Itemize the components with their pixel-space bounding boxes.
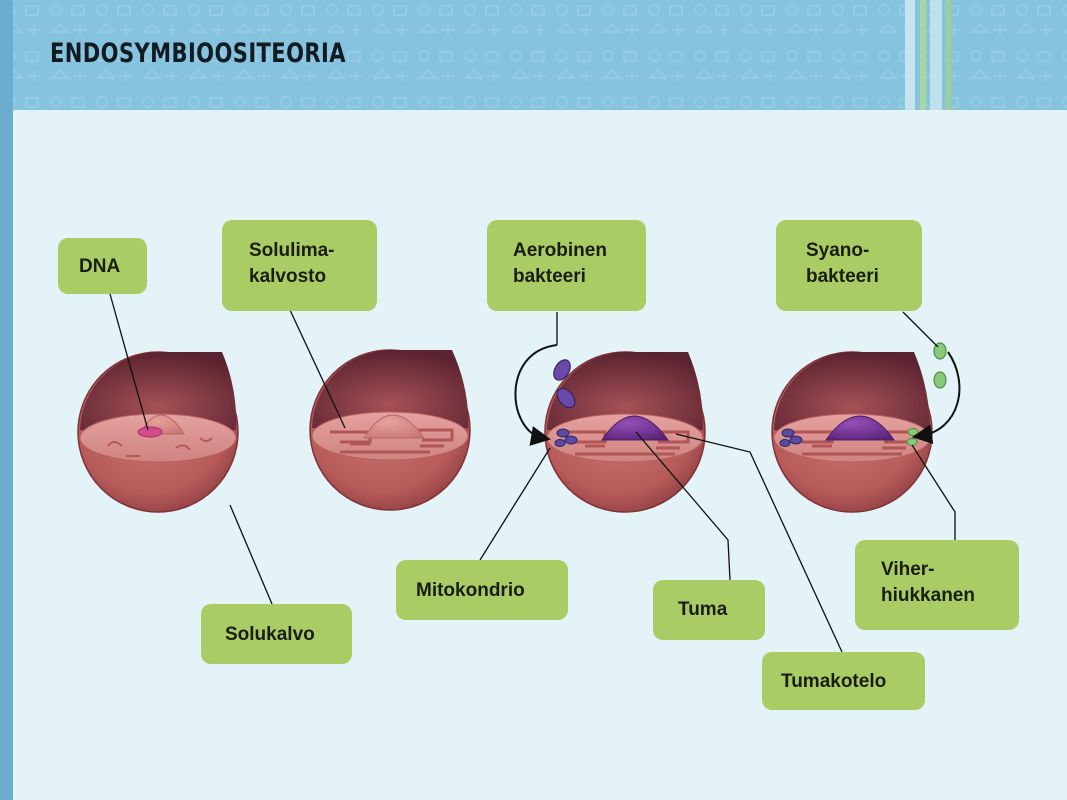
cell-2 (309, 349, 471, 511)
arrow-engulf-bacteria (514, 344, 558, 446)
label-mitokondrio: Mitokondrio (396, 560, 568, 620)
label-solulimakalvosto: Solulima- kalvosto (222, 220, 377, 311)
label-aerobinen-bakteeri: Aerobinen bakteeri (487, 220, 646, 311)
label-tuma: Tuma (653, 580, 765, 640)
arrow-engulf-cyanobacteria (912, 351, 961, 445)
label-solukalvo: Solukalvo (201, 604, 352, 664)
label-viherhiukkanen: Viher- hiukkanen (855, 540, 1019, 630)
label-syanobakteeri: Syano- bakteeri (776, 220, 922, 311)
label-dna: DNA (58, 238, 147, 294)
cell-1 (77, 351, 239, 513)
slide-title: ENDOSYMBIOOSITEORIA (50, 38, 346, 69)
left-accent-stripe (0, 0, 13, 800)
cyanobacteria (933, 342, 947, 389)
cell-4 (771, 351, 933, 513)
aerobic-bacteria (553, 359, 576, 409)
leader-lines (109, 293, 956, 653)
slide-header: ENDOSYMBIOOSITEORIA (0, 0, 1067, 110)
label-tumakotelo: Tumakotelo (762, 652, 925, 710)
header-pattern (0, 0, 1067, 110)
cell-3 (544, 351, 706, 513)
